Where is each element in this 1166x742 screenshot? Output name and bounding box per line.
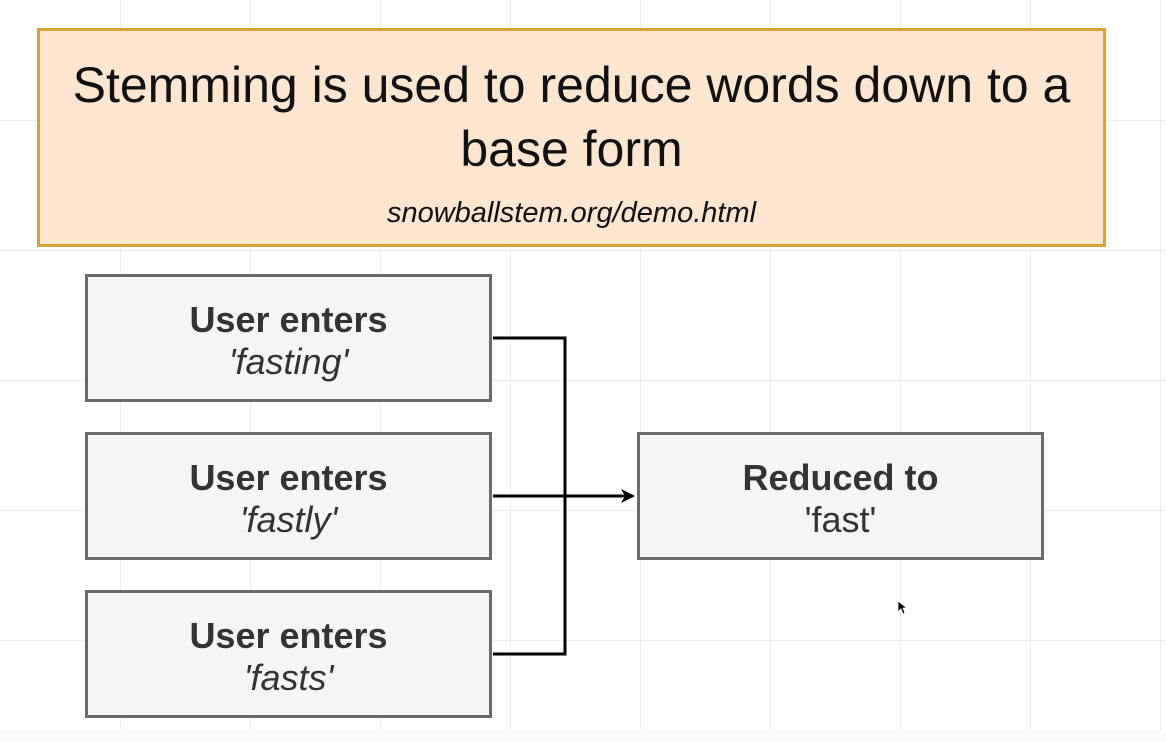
input-node-fasting: User enters 'fasting' [85, 274, 492, 402]
mouse-cursor-icon [898, 601, 908, 615]
output-node-value: 'fast' [804, 499, 877, 540]
connector-fasting [493, 336, 567, 496]
source-link[interactable]: snowballstem.org/demo.html [386, 197, 757, 229]
input-node-fastly: User enters 'fastly' [85, 432, 492, 560]
input-node-value: 'fasts' [243, 657, 334, 698]
connector-fasts [493, 496, 567, 656]
output-node-label: Reduced to [742, 457, 939, 498]
input-node-label: User enters [189, 299, 388, 340]
input-node-label: User enters [189, 457, 388, 498]
title-box: Stemming is used to reduce words down to… [37, 28, 1106, 247]
diagram-title: Stemming is used to reduce words down to… [72, 57, 1071, 177]
input-node-label: User enters [189, 615, 388, 656]
input-node-fasts: User enters 'fasts' [85, 590, 492, 718]
input-node-value: 'fasting' [228, 341, 349, 382]
footer-strip [0, 730, 1166, 742]
output-node: Reduced to 'fast' [637, 432, 1044, 560]
input-node-value: 'fastly' [239, 499, 338, 540]
